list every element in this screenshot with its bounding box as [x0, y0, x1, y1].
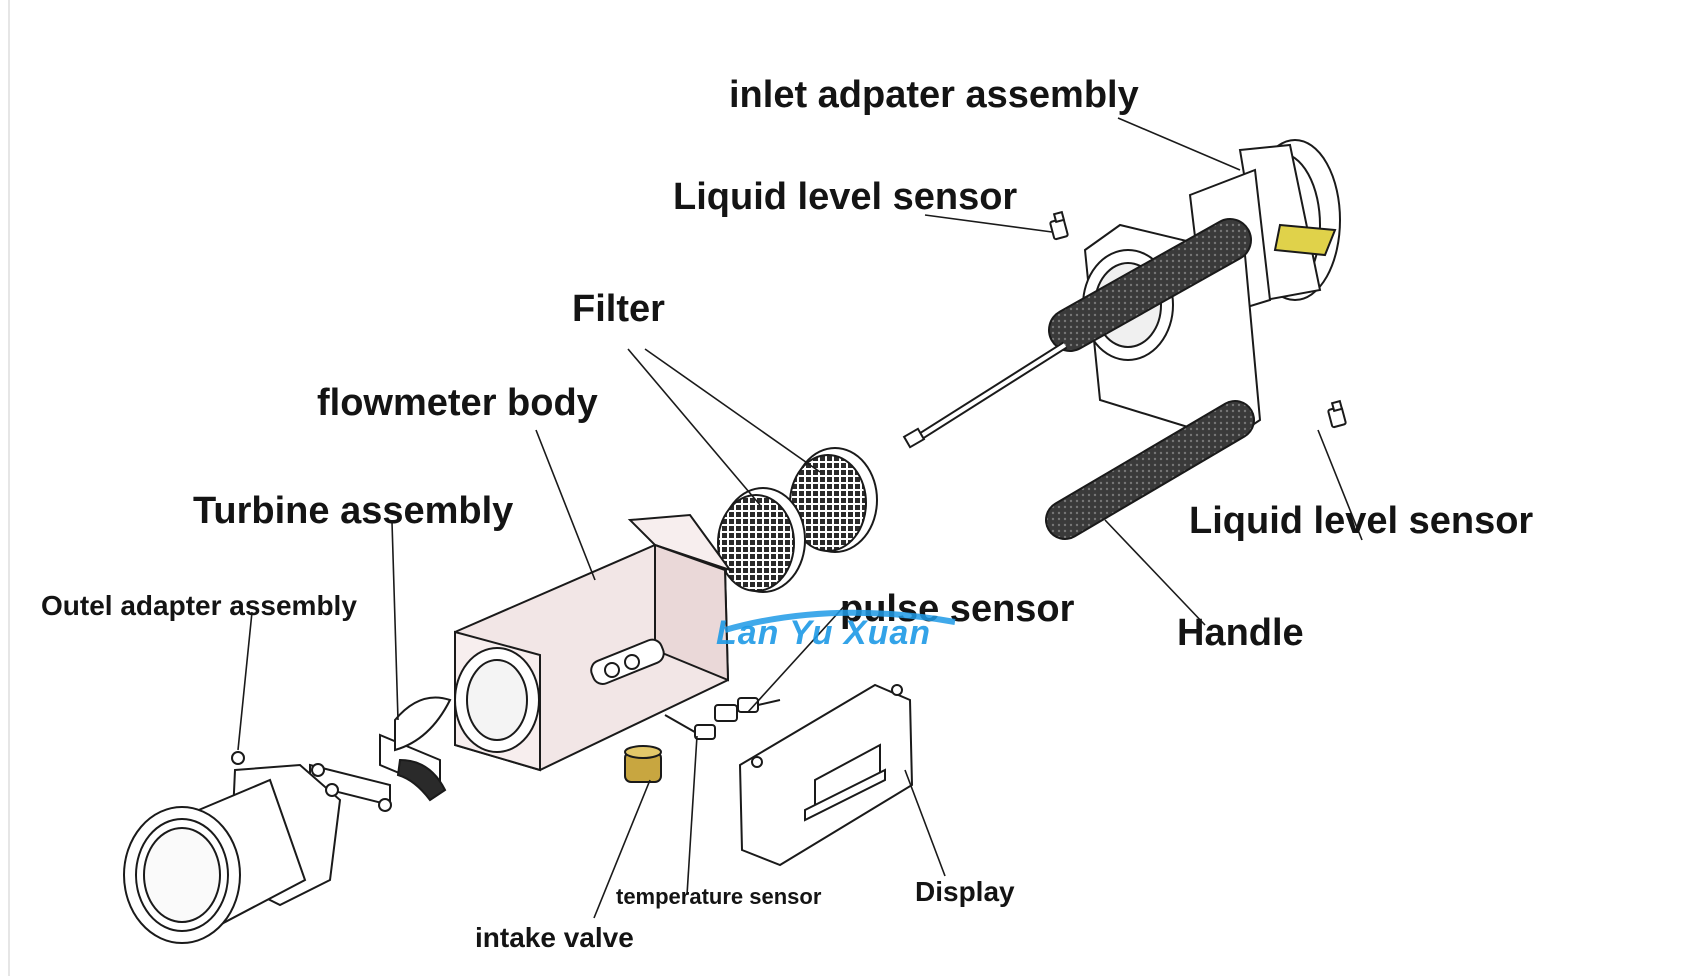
label-outlet-adapter: Outel adapter assembly	[41, 590, 357, 621]
label-inlet-adapter: inlet adpater assembly	[729, 74, 1139, 116]
label-display: Display	[915, 876, 1015, 907]
label-temperature-sensor: temperature sensor	[616, 884, 822, 909]
label-turbine-assembly: Turbine assembly	[193, 490, 514, 532]
watermark-swoosh	[724, 609, 956, 633]
liquid-level-sensor-right-part	[1327, 399, 1347, 429]
label-filter: Filter	[572, 288, 665, 330]
outlet-adapter-assembly	[123, 751, 342, 944]
label-liquid-level-sensor-top: Liquid level sensor	[673, 176, 1018, 218]
label-flowmeter-body: flowmeter body	[317, 382, 598, 424]
inlet-adapter-assembly	[902, 139, 1341, 540]
left-border	[8, 0, 10, 976]
sensor-pair	[664, 697, 781, 740]
liquid-level-sensor-top-part	[1049, 210, 1069, 241]
turbine-assembly	[309, 696, 452, 812]
display-unit	[738, 683, 914, 867]
label-liquid-level-sensor-right: Liquid level sensor	[1189, 500, 1534, 542]
label-handle: Handle	[1177, 612, 1304, 654]
watermark-text: Lan Yu Xuan	[716, 614, 932, 652]
flowmeter-body	[454, 513, 733, 772]
label-intake-valve: intake valve	[475, 922, 634, 953]
label-pulse-sensor: pulse sensor	[840, 588, 1075, 630]
leader-lines	[237, 117, 1363, 919]
filter-discs	[717, 447, 878, 593]
intake-valve	[624, 745, 662, 783]
